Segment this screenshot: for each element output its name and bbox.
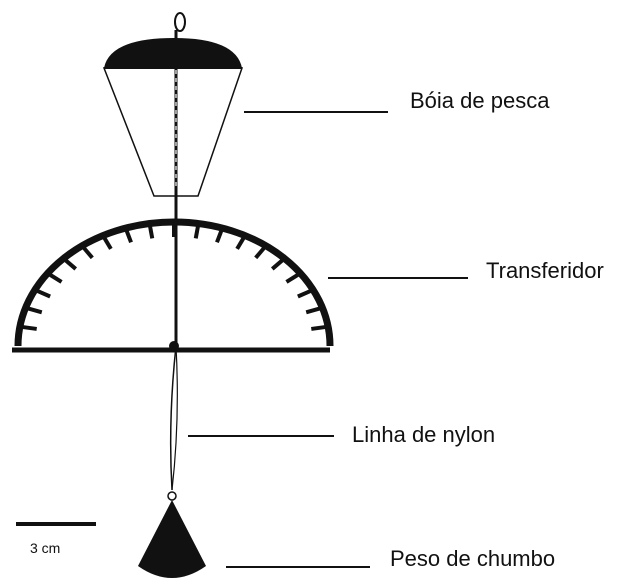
protractor-tick xyxy=(102,237,113,250)
top-loop xyxy=(174,12,186,32)
label-nylon-line: Linha de nylon xyxy=(352,422,496,447)
protractor-tick xyxy=(311,325,326,331)
fishing-float xyxy=(102,38,244,197)
protractor-tick xyxy=(254,246,266,260)
protractor-tick xyxy=(22,325,37,331)
protractor-tick xyxy=(270,258,284,271)
float-cap xyxy=(104,38,242,68)
protractor-tick xyxy=(82,246,94,260)
protractor-tick xyxy=(305,306,321,315)
lead-weight xyxy=(138,500,206,578)
protractor-tick xyxy=(148,226,155,239)
scale-label: 3 cm xyxy=(30,540,61,556)
nylon-line-2 xyxy=(171,345,178,491)
protractor-tick xyxy=(49,273,63,284)
protractor-arc xyxy=(14,218,334,347)
line-knot xyxy=(167,491,177,501)
float-cone xyxy=(102,67,244,197)
protractor-tick xyxy=(215,230,224,244)
protractor-ticks xyxy=(22,225,326,331)
protractor-tick xyxy=(297,289,312,299)
nylon-line xyxy=(169,345,177,491)
protractor-tick xyxy=(36,289,51,299)
protractor-tick xyxy=(235,237,246,250)
label-float: Bóia de pesca xyxy=(410,88,550,113)
label-lead-weight: Peso de chumbo xyxy=(390,546,556,571)
pivot xyxy=(169,341,179,351)
protractor xyxy=(12,218,334,353)
label-protractor: Transferidor xyxy=(486,258,604,283)
protractor-tick xyxy=(285,273,299,284)
protractor-tick xyxy=(64,258,78,271)
protractor-tick xyxy=(124,230,133,244)
protractor-tick xyxy=(193,226,200,239)
protractor-tick xyxy=(27,306,43,315)
